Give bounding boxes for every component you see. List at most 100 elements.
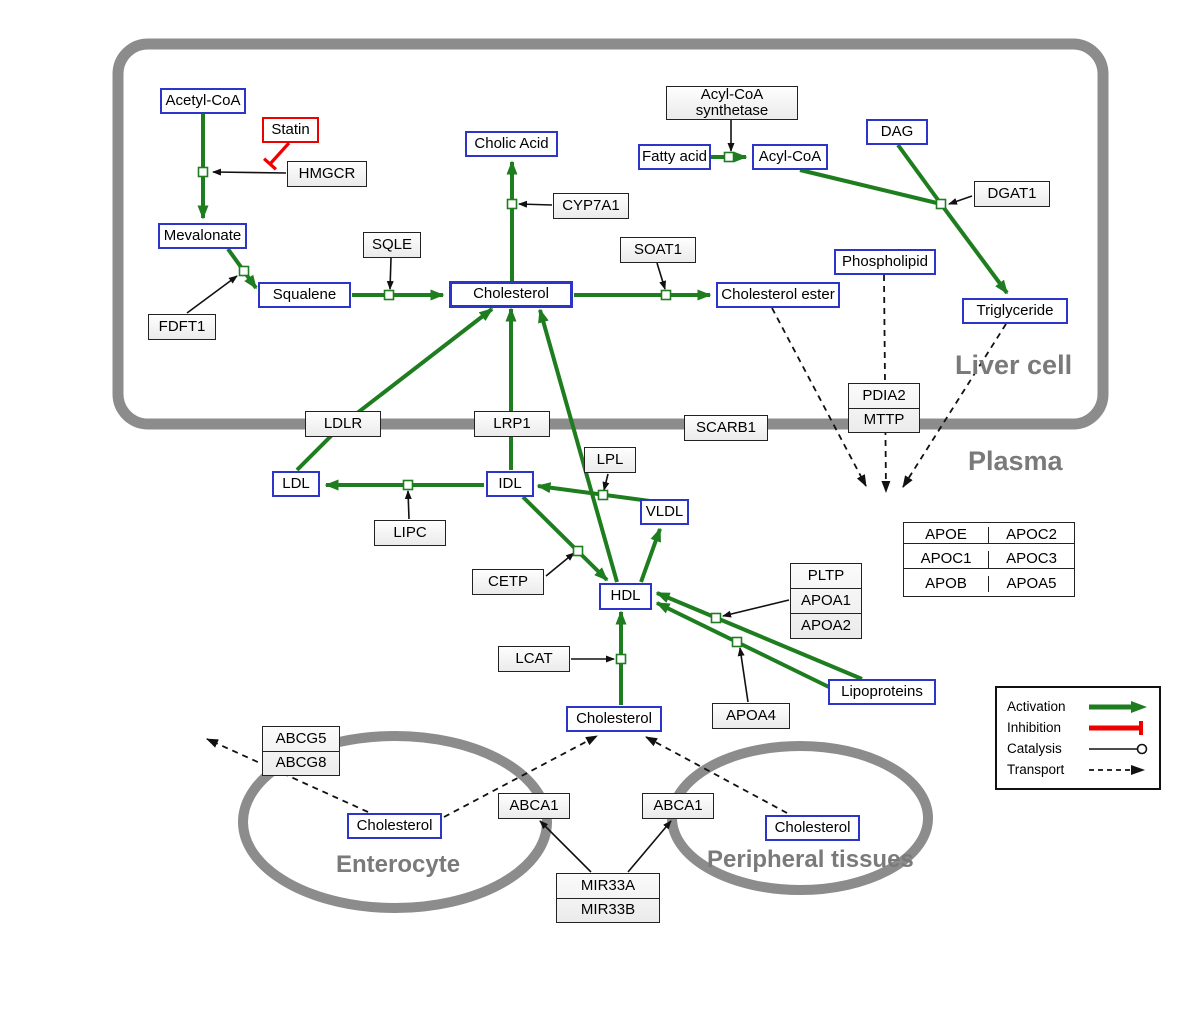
edge-dag-to-junction	[896, 143, 943, 206]
node-acyl-coa[interactable]: Acyl-CoA	[752, 144, 828, 170]
node-lpl[interactable]: LPL	[584, 447, 636, 473]
apo-table-cell-1-0[interactable]: APOC1	[904, 551, 989, 569]
node-lcat[interactable]: LCAT	[498, 646, 570, 672]
edge-mir33-to-abca1-left	[539, 820, 592, 873]
node-cholesterol-ester[interactable]: Cholesterol ester	[716, 282, 840, 308]
edge-sqle-catalysis	[386, 257, 394, 290]
node-idl[interactable]: IDL	[486, 471, 534, 497]
edge-apoa4-catalysis	[737, 647, 749, 703]
legend-row-activation: Activation	[1007, 696, 1149, 717]
node-cholesterol-plasma[interactable]: Cholesterol	[566, 706, 662, 732]
node-hdl[interactable]: HDL	[599, 583, 652, 610]
reaction-anchor-1	[238, 265, 250, 277]
region-label-liver-cell: Liver cell	[955, 350, 1073, 380]
node-scarb1[interactable]: SCARB1	[684, 415, 768, 441]
edge-pltp-apoa1-apoa2-catalysis	[722, 599, 790, 618]
node-phospholipid[interactable]: Phospholipid	[834, 249, 936, 275]
legend-row-catalysis: Catalysis	[1007, 738, 1149, 759]
reaction-anchor-3	[506, 198, 518, 210]
edge-mir33-to-abca1-right	[627, 820, 672, 873]
node-hmgcr[interactable]: HMGCR	[287, 161, 367, 187]
apo-table-cell-0-1[interactable]: APOC2	[989, 526, 1074, 545]
apo-table-cell-2-1[interactable]: APOA5	[1006, 574, 1057, 592]
edge-peripheral-cholesterol-efflux	[645, 736, 788, 814]
node-cholesterol-enterocyte[interactable]: Cholesterol	[347, 813, 442, 839]
edge-hdl-to-vldl	[639, 527, 662, 583]
node-cholesterol-peripheral[interactable]: Cholesterol	[765, 815, 860, 841]
reaction-anchor-7	[597, 489, 609, 501]
pltp-apoa1-apoa2-cell-0[interactable]: PLTP	[807, 566, 845, 584]
edge-vldl-to-idl	[536, 482, 651, 503]
reaction-anchor-0	[197, 166, 209, 178]
legend-row-transport: Transport	[1007, 759, 1149, 780]
inhibition-bar-icon	[1089, 720, 1143, 735]
node-ldlr[interactable]: LDLR	[305, 411, 381, 437]
reaction-anchor-8	[402, 479, 414, 491]
node-acyl-coa-synthetase[interactable]: Acyl-CoA synthetase	[666, 86, 798, 120]
node-cholesterol-liver[interactable]: Cholesterol	[449, 281, 573, 308]
pdia2-mttp-cell-1[interactable]: MTTP	[849, 407, 919, 433]
node-cholic-acid[interactable]: Cholic Acid	[465, 131, 558, 157]
edge-dgat1-catalysis	[948, 195, 973, 205]
reaction-anchor-11	[710, 612, 722, 624]
mir33a-mir33b-cell-1[interactable]: MIR33B	[557, 897, 659, 923]
catalysis-circle-icon	[1089, 743, 1148, 754]
node-acetyl-coa[interactable]: Acetyl-CoA	[160, 88, 246, 114]
edge-lipoproteins-to-hdl-lower	[655, 601, 834, 691]
node-ldl[interactable]: LDL	[272, 471, 320, 497]
legend-label-transport: Transport	[1007, 762, 1065, 777]
node-soat1[interactable]: SOAT1	[620, 237, 696, 263]
reaction-anchor-4	[660, 289, 672, 301]
pltp-apoa1-apoa2-cell-2[interactable]: APOA2	[791, 613, 861, 638]
pltp-apoa1-apoa2-cell-1[interactable]: APOA1	[791, 588, 861, 613]
liver-cell-membrane	[112, 38, 1109, 430]
legend-label-catalysis: Catalysis	[1007, 741, 1062, 756]
reaction-anchor-2	[383, 289, 395, 301]
edge-lipc-catalysis	[404, 490, 412, 520]
node-apoa4[interactable]: APOA4	[712, 703, 790, 729]
edge-soat1-catalysis	[656, 262, 666, 290]
transport-arrow-icon	[1089, 764, 1145, 775]
mir33a-mir33b-cell-0[interactable]: MIR33A	[580, 876, 636, 894]
node-cyp7a1[interactable]: CYP7A1	[553, 193, 629, 219]
node-abca1-left[interactable]: ABCA1	[498, 793, 570, 819]
abcg5-abcg8-cell-0[interactable]: ABCG5	[275, 729, 327, 747]
node-fatty-acid[interactable]: Fatty acid	[638, 144, 711, 170]
edge-enterocyte-cholesterol-efflux	[443, 735, 598, 818]
pdia2-mttp-cell-0[interactable]: PDIA2	[862, 386, 906, 404]
node-fdft1[interactable]: FDFT1	[148, 314, 216, 340]
node-lipoproteins[interactable]: Lipoproteins	[828, 679, 936, 705]
node-vldl[interactable]: VLDL	[640, 499, 689, 525]
apo-table-cell-1-1[interactable]: APOC3	[989, 551, 1074, 569]
edge-idl-to-hdl	[521, 495, 609, 582]
apo-table-cell-2-0[interactable]: APOB	[904, 575, 989, 593]
abcg5-abcg8-cell-1[interactable]: ABCG8	[263, 750, 339, 776]
node-mir33a-mir33b[interactable]: MIR33A MIR33B	[556, 873, 660, 923]
legend-label-activation: Activation	[1007, 699, 1066, 714]
node-cetp[interactable]: CETP	[472, 569, 544, 595]
node-abca1-right[interactable]: ABCA1	[642, 793, 714, 819]
node-lrp1[interactable]: LRP1	[474, 411, 550, 437]
edge-statin-inhibits-hmgcr-bar	[262, 157, 278, 171]
node-triglyceride[interactable]: Triglyceride	[962, 298, 1068, 324]
region-label-plasma: Plasma	[968, 446, 1063, 476]
node-mevalonate[interactable]: Mevalonate	[158, 223, 247, 249]
edge-lpl-catalysis	[602, 473, 610, 491]
node-sqle[interactable]: SQLE	[363, 232, 421, 258]
reaction-anchor-12	[731, 636, 743, 648]
edge-cyp7a1-catalysis	[518, 200, 553, 208]
edge-acyl-coa-to-junction	[799, 168, 942, 206]
node-dag[interactable]: DAG	[866, 119, 928, 145]
node-lipc[interactable]: LIPC	[374, 520, 446, 546]
apo-table-cell-0-0[interactable]: APOE	[904, 526, 989, 545]
edge-statin-inhibits-hmgcr	[268, 141, 291, 166]
node-statin[interactable]: Statin	[262, 117, 319, 143]
legend: Activation Inhibition Catalysis Transpor…	[995, 686, 1161, 790]
node-squalene[interactable]: Squalene	[258, 282, 351, 308]
node-dgat1[interactable]: DGAT1	[974, 181, 1050, 207]
